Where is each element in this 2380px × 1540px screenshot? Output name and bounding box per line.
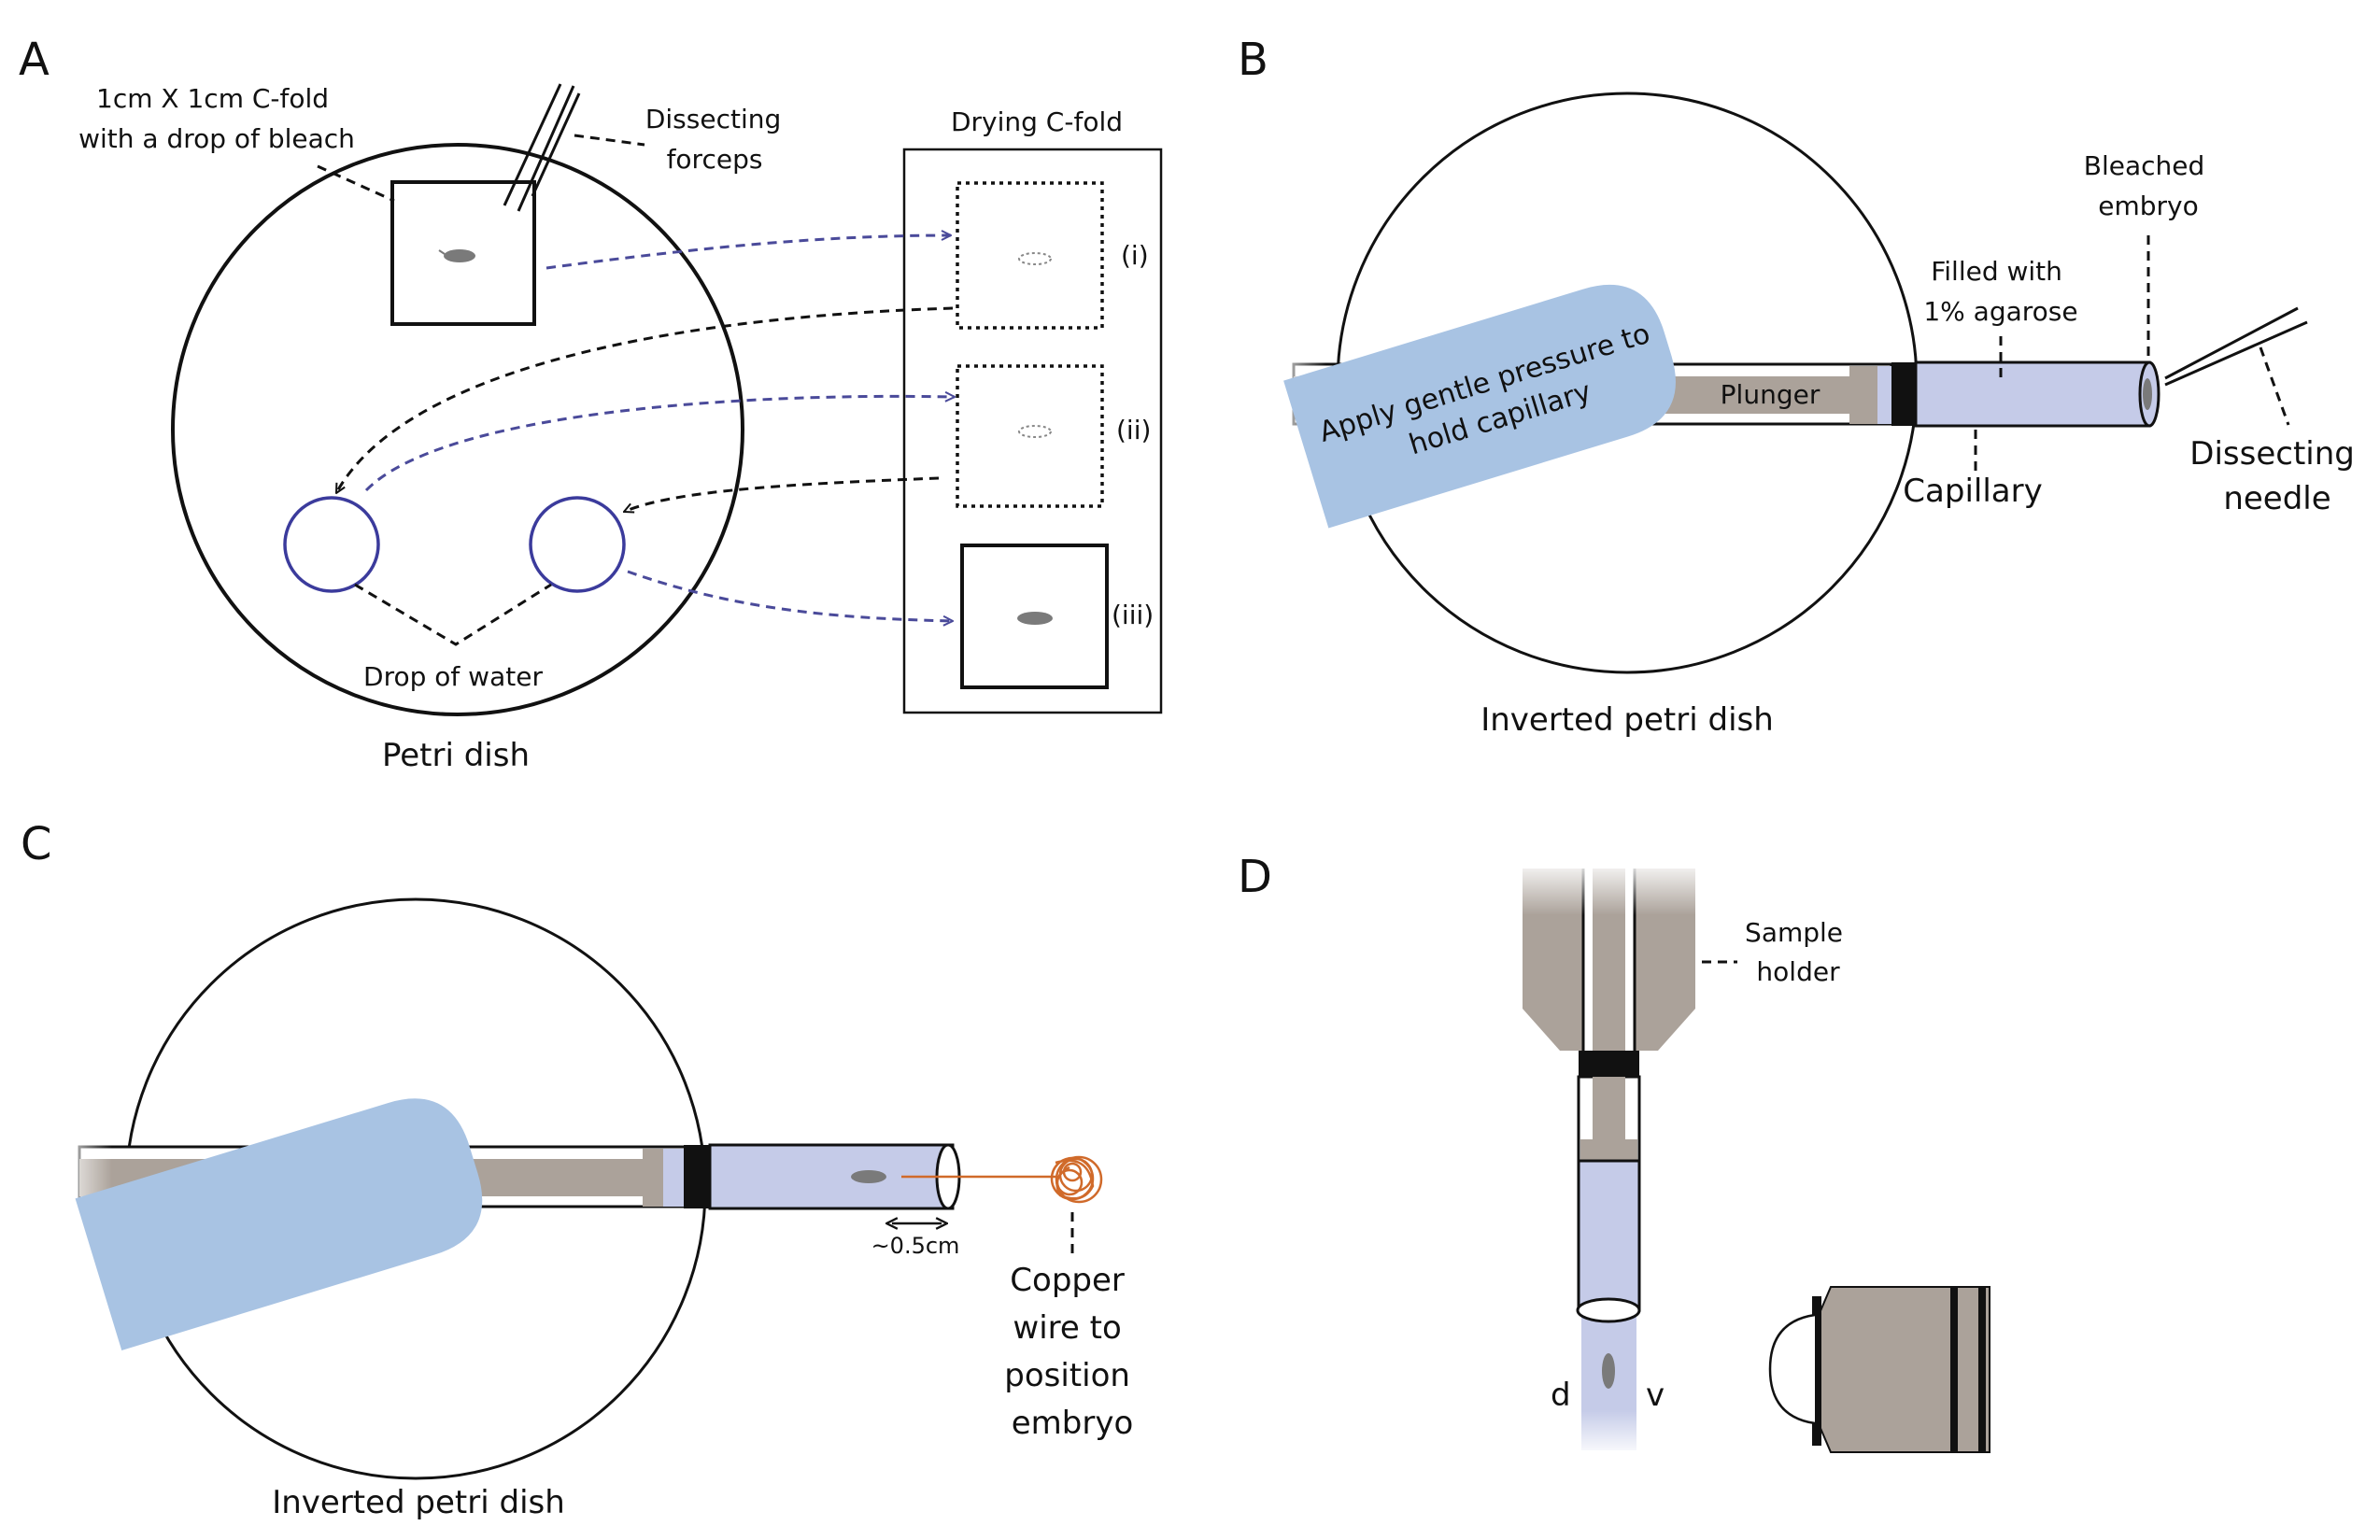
dissecting-needle-icon: [2164, 306, 2308, 387]
capillary-glass-d: [1577, 1159, 1641, 1312]
water-drop-right: [529, 496, 626, 593]
embryo-tail: [438, 249, 446, 255]
copper-coil-icon: [1050, 1155, 1103, 1204]
embryo-label: Bleached embryo: [2084, 150, 2213, 221]
faint-embryo-i: [1018, 252, 1052, 265]
needle-leader: [2259, 346, 2290, 426]
inner-gap: [1877, 366, 1891, 424]
c-fold-step-iii: [960, 544, 1109, 689]
dorsal-label: d: [1551, 1377, 1571, 1414]
embryo-iii: [1017, 612, 1053, 625]
step-ii-label: (ii): [1116, 415, 1151, 445]
panel-c-letter: C: [21, 818, 52, 870]
drying-box: [902, 148, 1163, 714]
capillary-label: Capillary: [1903, 473, 2042, 510]
embryo: [444, 249, 475, 262]
plunger-rod-lower-d: [1593, 1077, 1625, 1142]
holder-fade: [1513, 859, 1705, 915]
capillary-fade-d: [1573, 1410, 1643, 1457]
agarose-label: Filled with 1% agarose: [1923, 256, 2077, 327]
capillary-glass: [1914, 360, 2151, 428]
panel-d: D d v Sample holder: [1238, 851, 1990, 1457]
forceps-leader: [574, 134, 645, 147]
c-fold-square: [390, 180, 536, 326]
panel-c: C Copper wire to position em: [21, 818, 1140, 1521]
water-leaders: [354, 583, 552, 646]
arrow-fold-to-i: [545, 235, 951, 270]
forceps-label: Dissecting forceps: [645, 104, 789, 175]
drying-title: Drying C-fold: [951, 106, 1123, 137]
c-fold-leader: [317, 164, 395, 203]
panel-a: A 1cm X 1cm C-fold with a drop of bleach…: [19, 34, 1163, 774]
panel-b-letter: B: [1238, 34, 1268, 86]
arrow-water-to-ii: [364, 396, 955, 492]
arrow-i-to-water: [334, 306, 954, 493]
finger-icon: Apply gentle pressure to hold capillary: [1283, 284, 1676, 529]
plunger-head-d: [1580, 1139, 1637, 1160]
forceps-icon: [503, 83, 581, 212]
panel-d-letter: D: [1238, 851, 1272, 903]
distance-label: ~0.5cm: [871, 1233, 960, 1259]
holder-band: [1579, 1051, 1639, 1077]
bleached-embryo: [2143, 378, 2152, 410]
holder-label: Sample holder: [1745, 917, 1851, 987]
capillary-band-c: [684, 1145, 710, 1208]
step-i-label: (i): [1121, 240, 1149, 271]
water-label: Drop of water: [363, 661, 543, 692]
panel-b: B Plunger Apply gentle pressure to hold …: [1238, 34, 2364, 739]
inner-gap-c: [663, 1149, 684, 1207]
c-fold-label: 1cm X 1cm C-fold with a drop of bleach: [78, 83, 355, 154]
arrow-ii-to-water: [624, 476, 940, 512]
finger-icon-c: [75, 1098, 483, 1351]
wire-label: Copper wire to position embryo: [1004, 1262, 1140, 1442]
embryo-d: [1602, 1353, 1615, 1389]
ventral-label: v: [1646, 1377, 1665, 1414]
plunger-head-c: [643, 1149, 663, 1207]
c-fold-step-i: [956, 181, 1104, 330]
objective-lens-icon: [1768, 1286, 1990, 1453]
petri-dish-label: Petri dish: [382, 737, 530, 774]
needle-label: Dissecting needle: [2189, 435, 2364, 517]
panel-a-letter: A: [19, 34, 50, 86]
water-drop-left: [283, 496, 380, 593]
faint-embryo-ii: [1018, 425, 1052, 438]
petri-dish: [171, 143, 744, 716]
capillary-band: [1891, 362, 1916, 426]
c-fold-step-ii: [956, 364, 1104, 508]
step-iii-label: (iii): [1112, 600, 1154, 630]
plunger-head: [1849, 366, 1877, 424]
inverted-dish-label-b: Inverted petri dish: [1480, 701, 1774, 739]
embryo-c: [851, 1170, 886, 1183]
plunger-label: Plunger: [1721, 379, 1820, 410]
capillary-tip-d: [1576, 1297, 1641, 1323]
inverted-dish-label-c: Inverted petri dish: [272, 1484, 565, 1521]
